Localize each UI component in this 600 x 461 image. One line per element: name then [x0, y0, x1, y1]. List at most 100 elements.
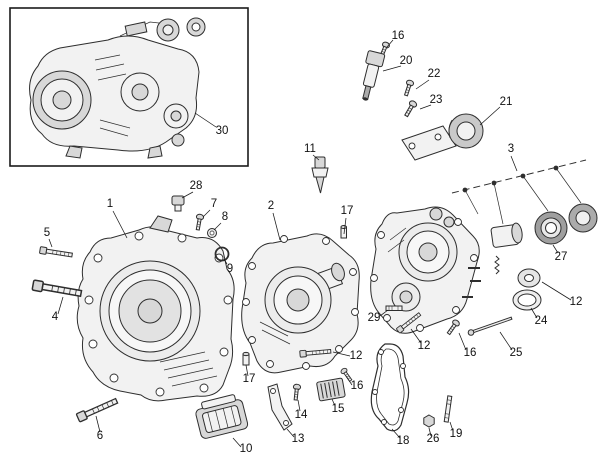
callouts: 30 16 20 22 23 21 3 11 — [44, 30, 583, 455]
callout-label: 26 — [427, 433, 440, 445]
callout-8: 8 — [213, 211, 228, 231]
callout-label: 17 — [243, 373, 256, 385]
callout-label: 29 — [368, 312, 381, 324]
part-13-bracket — [267, 383, 293, 431]
callout-label: 20 — [400, 55, 413, 67]
callout-20: 20 — [382, 55, 413, 72]
callout-label: 24 — [535, 315, 548, 327]
callout-14: 14 — [295, 399, 308, 421]
part-24-ring — [512, 289, 542, 311]
callout-16-top: 16 — [386, 30, 405, 48]
callout-9: 9 — [223, 258, 233, 275]
callout-6: 6 — [95, 415, 103, 442]
callout-13: 13 — [286, 428, 304, 445]
callout-16-right: 16 — [458, 332, 477, 359]
callout-label: 17 — [341, 205, 354, 217]
callout-12-middle: 12 — [332, 350, 363, 362]
callout-label: 16 — [464, 347, 477, 359]
callout-17-bottom: 17 — [243, 364, 256, 385]
callout-29: 29 — [368, 309, 389, 324]
inset-assembled-view — [9, 7, 249, 167]
callout-label: 5 — [44, 227, 50, 239]
callout-7: 7 — [202, 198, 217, 218]
part-7-screw — [193, 213, 205, 231]
callout-19: 19 — [450, 421, 463, 440]
part-8-washer — [207, 228, 217, 238]
part-5-bolt — [38, 246, 74, 259]
callout-label: 27 — [555, 251, 568, 263]
callout-label: 15 — [332, 403, 345, 415]
callout-label: 6 — [97, 430, 103, 442]
callout-18: 18 — [391, 428, 410, 447]
callout-label: 12 — [350, 350, 363, 362]
callout-label: 23 — [430, 94, 443, 106]
callout-label: 9 — [227, 263, 233, 275]
part-spring — [494, 255, 500, 275]
part-23-screw — [402, 99, 419, 119]
part-17-dowel-top — [340, 225, 347, 239]
callout-21: 21 — [479, 96, 513, 126]
part-bushing — [490, 222, 523, 248]
callout-5: 5 — [44, 227, 53, 248]
callout-24: 24 — [530, 307, 548, 327]
part-25-pin — [467, 316, 513, 336]
part-12-washer — [517, 268, 541, 288]
part-18-gasket — [370, 343, 410, 432]
part-3-right-case — [370, 206, 481, 334]
callout-26: 26 — [427, 427, 440, 445]
assembly-3-dashed-leader — [451, 159, 587, 225]
callout-25: 25 — [499, 331, 523, 359]
callout-label: 3 — [508, 143, 514, 155]
assembled-gearbox-drawing — [29, 17, 206, 159]
part-2-middle-case — [241, 233, 360, 374]
part-22-screw — [402, 78, 415, 97]
callout-27: 27 — [552, 244, 568, 263]
callout-label: 28 — [190, 180, 203, 192]
callout-label: 12 — [570, 296, 583, 308]
callout-label: 18 — [397, 435, 410, 447]
part-seal-ring — [568, 203, 598, 233]
callout-label: 16 — [392, 30, 405, 42]
callout-label: 19 — [450, 428, 463, 440]
callout-label: 8 — [222, 211, 228, 223]
part-1-left-case — [76, 215, 235, 402]
part-14-screw — [291, 383, 302, 401]
callout-label: 25 — [510, 347, 523, 359]
part-28-cap — [171, 195, 185, 212]
part-15-grille — [316, 377, 346, 402]
callout-12-midright: 12 — [410, 328, 431, 352]
callout-2: 2 — [268, 200, 281, 241]
callout-22: 22 — [415, 68, 441, 90]
callout-label: 4 — [52, 311, 59, 323]
part-16-screw-right — [445, 318, 461, 337]
part-26-nut — [423, 414, 435, 428]
callout-23: 23 — [419, 94, 443, 110]
callout-label: 22 — [428, 68, 441, 80]
part-4-bolt — [31, 279, 83, 300]
callout-28: 28 — [181, 180, 203, 199]
callout-label: 11 — [304, 143, 316, 155]
callout-label: 2 — [268, 200, 274, 212]
callout-1: 1 — [107, 198, 128, 239]
callout-10: 10 — [232, 437, 253, 455]
callout-label: 12 — [418, 340, 431, 352]
callout-label: 14 — [295, 409, 308, 421]
callout-17-top: 17 — [341, 205, 354, 235]
callout-12-right: 12 — [541, 281, 583, 308]
callout-label: 16 — [351, 380, 364, 392]
callout-16-bottom: 16 — [345, 375, 364, 392]
callout-label: 1 — [107, 198, 113, 210]
part-6-bolt — [75, 396, 120, 423]
callout-label: 10 — [240, 443, 253, 455]
part-17-dowel-bottom — [242, 351, 250, 366]
part-27-bearing — [534, 211, 568, 245]
callout-4: 4 — [52, 296, 64, 323]
part-11-sensor — [311, 156, 329, 194]
part-19-stud — [443, 395, 453, 423]
callout-label: 30 — [216, 125, 229, 137]
callout-15: 15 — [332, 398, 345, 415]
callout-label: 21 — [500, 96, 513, 108]
callout-3: 3 — [508, 143, 518, 172]
part-10-support — [195, 394, 249, 439]
